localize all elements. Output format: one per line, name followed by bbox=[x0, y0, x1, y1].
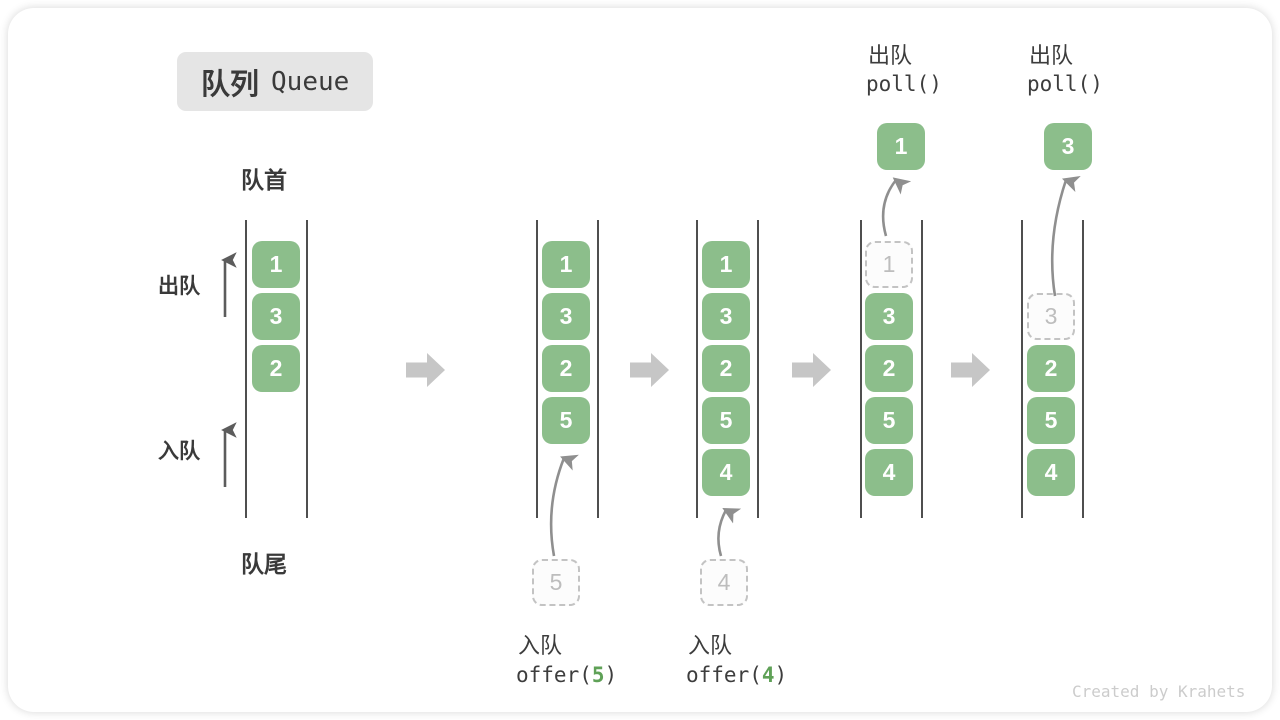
pending-enqueue-cell: 4 bbox=[700, 559, 748, 606]
diagram-title: 队列 Queue bbox=[177, 52, 374, 111]
queue-cell: 5 bbox=[542, 397, 590, 444]
title-zh: 队列 bbox=[201, 68, 260, 101]
polled-cell: 1 bbox=[877, 123, 925, 170]
queue-wall-left bbox=[1021, 220, 1023, 518]
queue-cell: 4 bbox=[1027, 449, 1075, 496]
code-poll-2: poll() bbox=[1027, 72, 1103, 96]
queue-wall-right bbox=[1082, 220, 1084, 518]
label-dequeue-op-1: 出队 bbox=[868, 43, 913, 68]
diagram-card: 队列 Queue 队首 队尾 出队 入队 出队 poll() 出队 poll()… bbox=[8, 8, 1272, 712]
code-offer-4: offer(4) bbox=[686, 663, 787, 687]
code-offer-4-prefix: offer( bbox=[686, 663, 762, 687]
watermark: Created by Krahets bbox=[1072, 682, 1246, 701]
title-en: Queue bbox=[271, 66, 350, 97]
queue-cell-ghost: 1 bbox=[865, 241, 913, 288]
queue-cell: 2 bbox=[252, 345, 300, 392]
queue-cell: 4 bbox=[865, 449, 913, 496]
pending-enqueue-cell: 5 bbox=[532, 559, 580, 606]
code-offer-5-suffix: ) bbox=[604, 663, 618, 687]
queue-cell: 2 bbox=[865, 345, 913, 392]
arrows-layer bbox=[221, 175, 1081, 557]
queue-cell: 2 bbox=[702, 345, 750, 392]
offer-5-arrow bbox=[549, 454, 579, 557]
label-enqueue-direction: 入队 bbox=[158, 440, 200, 463]
queue-cell: 1 bbox=[542, 241, 590, 288]
queue-cell: 2 bbox=[1027, 345, 1075, 392]
queue-wall-right bbox=[306, 220, 308, 518]
queue-cell: 1 bbox=[702, 241, 750, 288]
block-arrow-4 bbox=[951, 353, 990, 387]
queue-wall-left bbox=[696, 220, 698, 518]
code-offer-5-arg: 5 bbox=[591, 663, 605, 687]
queue-wall-left bbox=[536, 220, 538, 518]
queue-cell: 1 bbox=[252, 241, 300, 288]
code-offer-5: offer(5) bbox=[516, 663, 617, 687]
code-offer-4-arg: 4 bbox=[761, 663, 775, 687]
label-enqueue-op-4: 入队 bbox=[688, 633, 733, 658]
queue-wall-left bbox=[245, 220, 247, 518]
queue-cell: 3 bbox=[702, 293, 750, 340]
queue-cell: 2 bbox=[542, 345, 590, 392]
queue-cell: 4 bbox=[702, 449, 750, 496]
queue-wall-right bbox=[597, 220, 599, 518]
offer-4-arrow bbox=[717, 507, 742, 557]
label-queue-rear: 队尾 bbox=[241, 551, 287, 577]
block-arrow-1 bbox=[406, 353, 445, 387]
queue-cell-ghost: 3 bbox=[1027, 293, 1075, 340]
label-dequeue-op-2: 出队 bbox=[1029, 43, 1074, 68]
queue-cell: 5 bbox=[702, 397, 750, 444]
queue-cell: 5 bbox=[865, 397, 913, 444]
queue-wall-left bbox=[860, 220, 862, 518]
queue-wall-right bbox=[757, 220, 759, 518]
block-arrow-2 bbox=[630, 353, 669, 387]
queue-cell: 3 bbox=[252, 293, 300, 340]
poll-1-arrow bbox=[881, 177, 912, 237]
polled-cell: 3 bbox=[1044, 123, 1092, 170]
block-arrow-3 bbox=[792, 353, 831, 387]
queue-cell: 3 bbox=[542, 293, 590, 340]
poll-3-arrow bbox=[1050, 175, 1081, 297]
label-queue-front: 队首 bbox=[241, 167, 287, 193]
queue-cell: 3 bbox=[865, 293, 913, 340]
queue-wall-right bbox=[921, 220, 923, 518]
queue-cell: 5 bbox=[1027, 397, 1075, 444]
code-offer-5-prefix: offer( bbox=[516, 663, 592, 687]
code-poll-1: poll() bbox=[866, 72, 942, 96]
label-enqueue-op-5: 入队 bbox=[518, 633, 563, 658]
label-dequeue-direction: 出队 bbox=[158, 275, 200, 298]
code-offer-4-suffix: ) bbox=[774, 663, 788, 687]
